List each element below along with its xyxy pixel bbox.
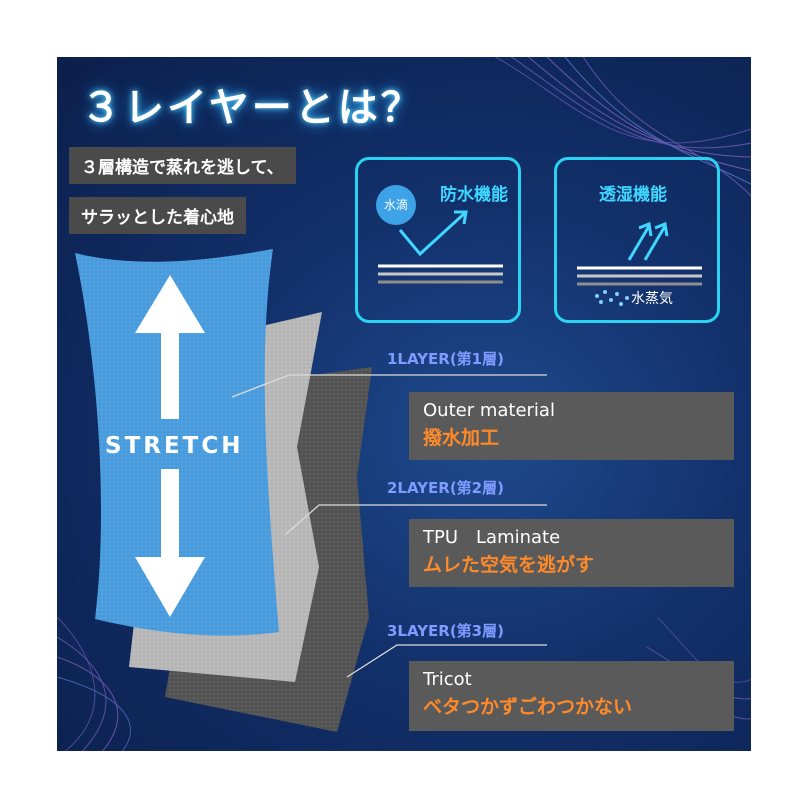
layer-1-description: Outer material 撥水加工 bbox=[409, 392, 734, 460]
layer-1-label: 1LAYER(第1層) bbox=[387, 350, 504, 368]
waterproof-feature-box: 水滴 防水機能 bbox=[355, 157, 521, 323]
vapor-label: 水蒸気 bbox=[631, 291, 673, 307]
breathable-feature-box: 透湿機能 水蒸気 bbox=[554, 157, 720, 323]
page-title: ３レイヤーとは？ bbox=[81, 85, 424, 131]
membrane-lines-icon bbox=[378, 264, 503, 284]
water-droplet-icon bbox=[376, 185, 416, 225]
stretch-label: STRETCH bbox=[105, 433, 244, 459]
layer-1-name-jp: 撥水加工 bbox=[423, 427, 500, 449]
tagline-line-1: ３層構造で蒸れを逃して、 bbox=[69, 147, 296, 184]
layer-2-name-jp: ムレた空気を逃がす bbox=[423, 554, 595, 576]
layer-leader-lines bbox=[231, 374, 547, 678]
layer-1-name-en: Outer material bbox=[423, 400, 555, 421]
layer-3-label: 3LAYER(第3層) bbox=[387, 622, 504, 640]
infographic-panel: ３レイヤーとは？ ３層構造で蒸れを逃して、 サラッとした着心地 水滴 防水機能 … bbox=[57, 57, 751, 751]
waterproof-title: 防水機能 bbox=[440, 185, 508, 205]
vapor-arrows-icon bbox=[627, 221, 669, 261]
layer-3-description: Tricot ベタつかずごわつかない bbox=[409, 661, 734, 731]
layer-3-name-jp: ベタつかずごわつかない bbox=[423, 696, 633, 718]
vapor-dots-icon bbox=[595, 290, 629, 306]
breathable-title: 透湿機能 bbox=[599, 185, 667, 205]
stretch-arrow-icon bbox=[135, 275, 205, 617]
bounce-arrow-icon bbox=[398, 210, 468, 257]
layer-3-name-en: Tricot bbox=[423, 669, 472, 690]
tagline-line-2: サラッとした着心地 bbox=[69, 197, 246, 234]
fabric-layers-illustration bbox=[75, 249, 547, 732]
layer-2-description: TPU Laminate ムレた空気を逃がす bbox=[409, 519, 734, 587]
droplet-label: 水滴 bbox=[383, 198, 408, 212]
membrane-lines-icon bbox=[577, 266, 702, 286]
layer-2-label: 2LAYER(第2層) bbox=[387, 479, 504, 497]
layer-2-name-en: TPU Laminate bbox=[423, 527, 561, 548]
